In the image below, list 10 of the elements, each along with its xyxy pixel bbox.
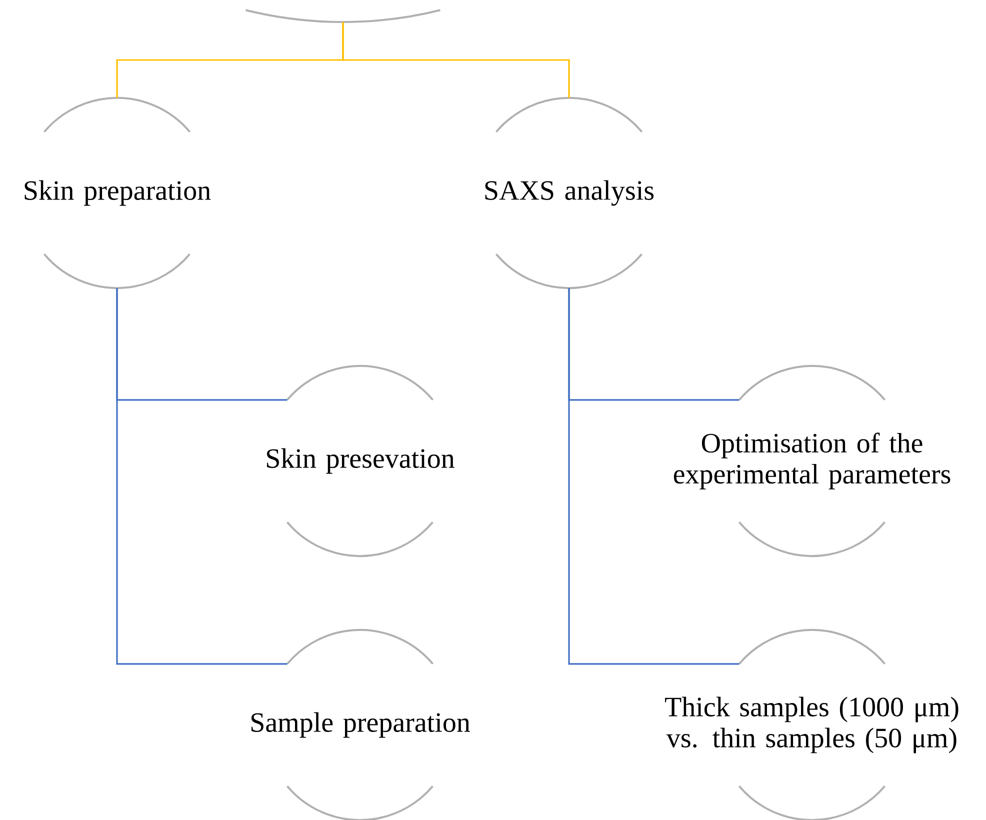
bracket-node: Thick samples (1000 μm) vs. thin samples (50 μm) (665, 629, 958, 820)
bracket-node (245, 9, 440, 23)
connector-line (342, 22, 570, 98)
connector-line (568, 288, 740, 665)
bracket-node: Skin presevation (267, 365, 454, 557)
bracket-node: SAXS analysis (485, 97, 654, 289)
bracket-node: Optimisation of the experimental parameters (674, 365, 950, 557)
connector-line (116, 288, 288, 665)
bracket-node: Sample preparation (251, 629, 470, 820)
bracket-node: Skin preparation (24, 97, 211, 289)
